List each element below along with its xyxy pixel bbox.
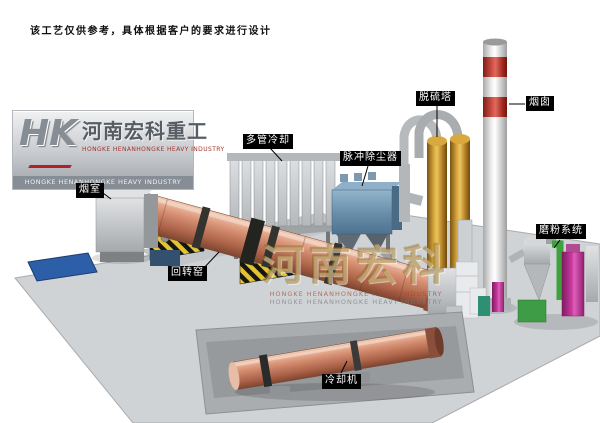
label-smoke-chamber: 烟室 (76, 183, 104, 198)
label-rotary-kiln: 回转窑 (168, 266, 207, 281)
cooling-machine-shape (195, 311, 475, 415)
label-desulfurization-tower: 脱硫塔 (416, 91, 455, 106)
label-grinding-system: 磨粉系统 (536, 224, 586, 239)
disclaimer-text: 该工艺仅供参考，具体根据客户的要求进行设计 (30, 26, 272, 37)
chimney-shape (479, 38, 511, 310)
label-cooling-machine: 冷却机 (322, 374, 361, 389)
label-chimney: 烟囱 (526, 96, 554, 111)
logo-company-name: 河南宏科重工 (82, 119, 209, 143)
logo-monogram: HK (19, 113, 78, 154)
blue-pad (27, 252, 98, 282)
logo-band-text: HONGKE HENANHONGKE HEAVY INDUSTRY (13, 176, 193, 189)
logo-red-swoosh (28, 165, 72, 168)
label-pulse-dust-collector: 脉冲除尘器 (340, 151, 401, 166)
company-logo: HK 河南宏科重工 HONGKE HENANHONGKE HEAVY INDUS… (12, 110, 224, 190)
logo-company-name-en: HONGKE HENANHONGKE HEAVY INDUSTRY (82, 146, 225, 153)
label-multi-tube-cooler: 多管冷却 (243, 134, 293, 149)
